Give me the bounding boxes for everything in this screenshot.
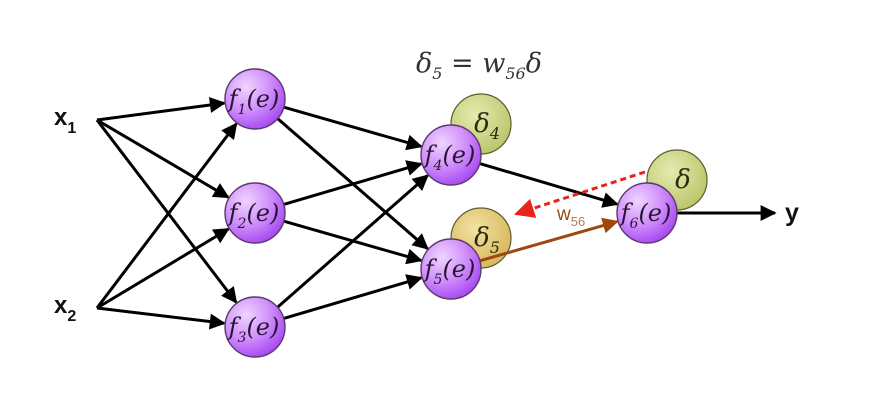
deltas-layer: δ4 δ5 δ — [450, 93, 708, 269]
edge-x1-to-f1 — [96, 97, 226, 122]
input-label-x1: x1 — [54, 104, 76, 137]
edge-x2-to-f1 — [95, 122, 238, 309]
delta5-formula: δ5 = w56δ — [416, 48, 542, 83]
output-label-y: y — [785, 199, 799, 227]
edge-x1-to-f2 — [96, 118, 230, 199]
neuron-label: f6(e) — [619, 199, 672, 232]
neuron-f6: f6(e) — [616, 182, 678, 244]
edge-f3-to-f4 — [276, 174, 429, 309]
neuron-f1: f1(e) — [224, 68, 286, 130]
edge-x1-to-f3 — [95, 119, 238, 304]
neuron-f2: f2(e) — [224, 182, 286, 244]
edges-layer — [95, 97, 777, 330]
neuron-circle — [224, 182, 286, 244]
edge-x2-to-f3 — [96, 306, 226, 330]
delta-label: δ5 — [474, 223, 500, 257]
edge-f1-to-f4 — [283, 105, 423, 151]
neuron-circle — [224, 296, 286, 358]
neuron-f3: f3(e) — [224, 296, 286, 358]
neuron-circle — [224, 68, 286, 130]
delta-label: δ — [675, 165, 691, 195]
input-label-x2: x2 — [54, 292, 76, 325]
edge-f3-to-f5 — [283, 274, 423, 320]
neuron-f4: f4(e) — [420, 124, 482, 186]
neuron-label: f3(e) — [227, 313, 280, 346]
neuron-circle — [616, 182, 678, 244]
edge-f5-to-f6-weighted — [479, 217, 619, 263]
neuron-f5: f5(e) — [420, 238, 482, 300]
special-edges-layer — [479, 170, 646, 263]
neuron-circle — [420, 124, 482, 186]
neuron-label: f1(e) — [227, 85, 280, 118]
backprop-error-arrow — [514, 170, 646, 218]
neurons-layer: f1(e) f2(e) f3(e) f4(e) f5(e) f6(e) — [224, 68, 678, 358]
edge-f2-to-f4 — [283, 160, 423, 206]
edge-x2-to-f2 — [96, 227, 230, 310]
neuron-circle — [420, 238, 482, 300]
weight-label-w56: w56 — [556, 204, 585, 229]
delta-label: δ4 — [474, 109, 500, 143]
edge-f4-to-f6 — [479, 162, 619, 208]
